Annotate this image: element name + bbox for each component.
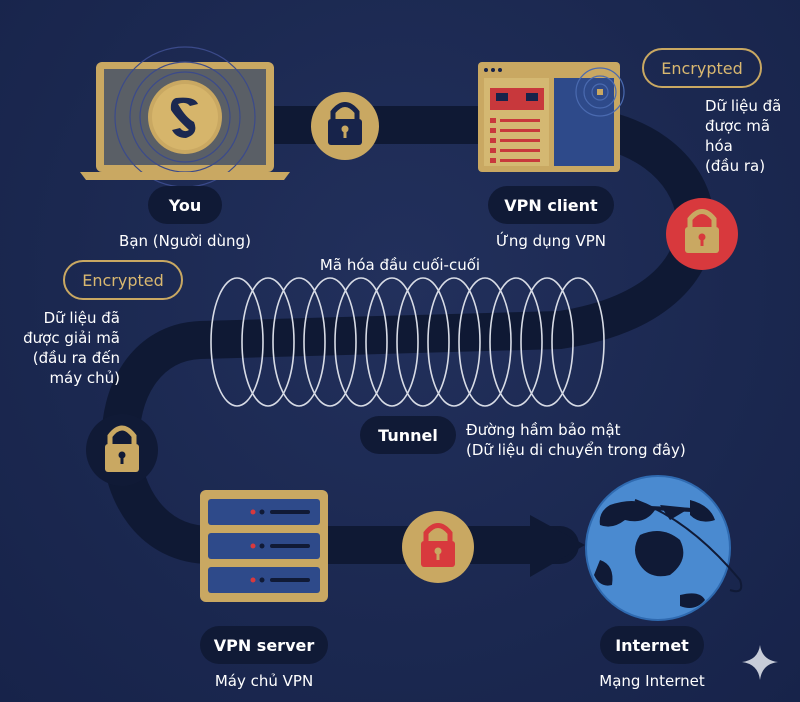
tunnel-caption-1: Đường hầm bảo mật (466, 421, 621, 439)
node-caption-vpn-client: Ứng dụng VPN (495, 232, 607, 250)
node-label-you: You (148, 186, 222, 224)
encrypted-note-right: Dữ liệu đã được mã hóa (đầu ra) (705, 97, 782, 175)
globe-icon (585, 475, 743, 621)
encrypted-note-left: Dữ liệu đã được giải mã (đầu ra đến máy … (23, 309, 120, 387)
tunnel-caption-2: (Dữ liệu di chuyển trong đây) (466, 441, 686, 459)
lock-icon (311, 92, 379, 160)
lock-icon (86, 414, 158, 486)
node-caption-you: Bạn (Người dùng) (119, 232, 251, 250)
node-caption-internet: Mạng Internet (599, 672, 705, 690)
surfshark-logo-icon (148, 80, 222, 154)
node-label-vpn-client: VPN client (488, 186, 614, 224)
encrypted-badge-left: Encrypted (63, 260, 183, 300)
lock-icon (666, 198, 738, 270)
tunnel-coils (210, 277, 605, 407)
server-icon (200, 490, 328, 602)
tunnel-title: Mã hóa đầu cuối-cuối (319, 256, 481, 274)
tunnel-label: Tunnel (360, 416, 456, 454)
sparkle-icon (742, 645, 778, 680)
lock-icon (402, 511, 474, 583)
node-label-internet: Internet (600, 626, 704, 664)
arrow-head (530, 515, 585, 577)
encrypted-badge-right: Encrypted (642, 48, 762, 88)
node-label-vpn-server: VPN server (200, 626, 328, 664)
node-caption-vpn-server: Máy chủ VPN (214, 672, 314, 690)
app-window-icon (478, 62, 625, 172)
connection-path (101, 106, 715, 564)
